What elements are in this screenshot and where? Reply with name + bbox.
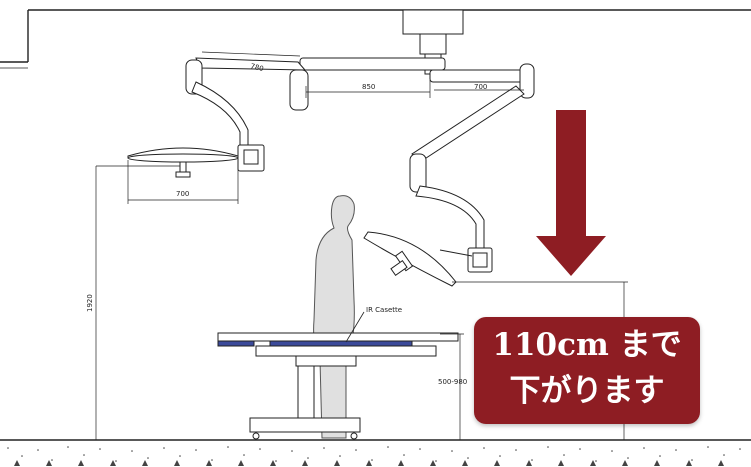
dim-height-1920: 1920 [86, 294, 94, 312]
dim-light-700: 700 [176, 190, 189, 198]
cassette-label-text: IR Casette [366, 306, 402, 314]
dim-arm-780: 780 [250, 62, 265, 73]
floor-speckle [7, 446, 741, 466]
left-light-head [127, 147, 239, 178]
dim-table-500-980: 500-980 [438, 378, 467, 386]
cassette-label: IR Casette [345, 306, 402, 343]
right-arm [409, 63, 535, 273]
height-callout: 110cm まで 下がります [474, 317, 700, 424]
operating-table [217, 332, 459, 440]
right-light-head [363, 231, 473, 287]
dim-arm-850: 850 [362, 83, 375, 91]
callout-line-2: 下がります [509, 373, 665, 409]
callout-line-1: 110cm まで [492, 327, 682, 363]
dim-arm-700: 700 [474, 83, 487, 91]
floor [0, 439, 751, 466]
left-arm [185, 57, 446, 172]
ceiling [0, 9, 751, 69]
down-arrow [536, 110, 606, 276]
person-silhouette [313, 195, 355, 439]
